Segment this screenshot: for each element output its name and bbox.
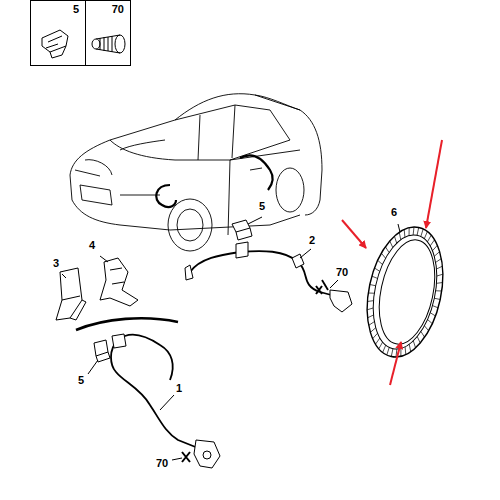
abs-ring bbox=[356, 220, 454, 364]
callout-number: 4 bbox=[89, 240, 95, 251]
callout-number: 70 bbox=[86, 1, 130, 15]
callout-number: 2 bbox=[309, 235, 315, 246]
car-drawing bbox=[70, 94, 322, 251]
part-key-box: 5 bbox=[30, 0, 86, 66]
callout-number: 70 bbox=[336, 267, 348, 278]
callout-number: 5 bbox=[259, 201, 265, 212]
callout-number: 5 bbox=[31, 1, 85, 15]
clip-icon bbox=[42, 30, 68, 58]
callout-number: 70 bbox=[156, 458, 168, 469]
callout-number: 1 bbox=[176, 383, 182, 394]
callout-number: 6 bbox=[391, 207, 397, 218]
part-key-box: 70 bbox=[85, 0, 131, 66]
bolt-icon bbox=[92, 35, 125, 53]
callout-number: 5 bbox=[78, 375, 84, 386]
callout-number: 3 bbox=[53, 258, 59, 269]
